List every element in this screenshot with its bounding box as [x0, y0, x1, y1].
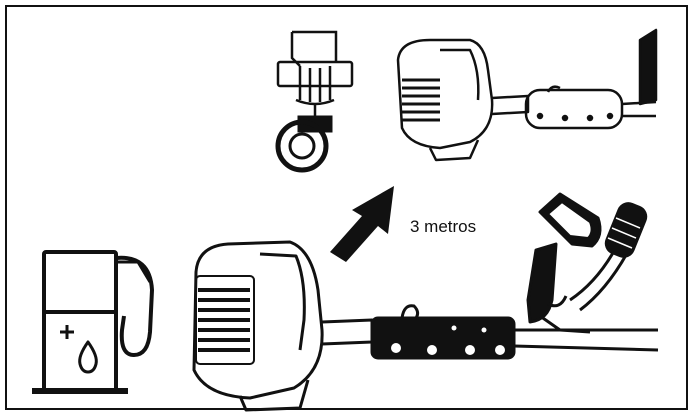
distance-arrow [330, 186, 394, 262]
trimmer-handle [526, 192, 648, 334]
fuel-pump-icon [32, 250, 154, 394]
hand-switch-icon [276, 30, 354, 118]
ignition-switch-icon [275, 115, 333, 173]
trimmer-engine-large [192, 240, 659, 412]
illustration-border [5, 5, 688, 410]
distance-label: 3 metros [410, 217, 476, 236]
trimmer-engine-small [396, 28, 658, 162]
